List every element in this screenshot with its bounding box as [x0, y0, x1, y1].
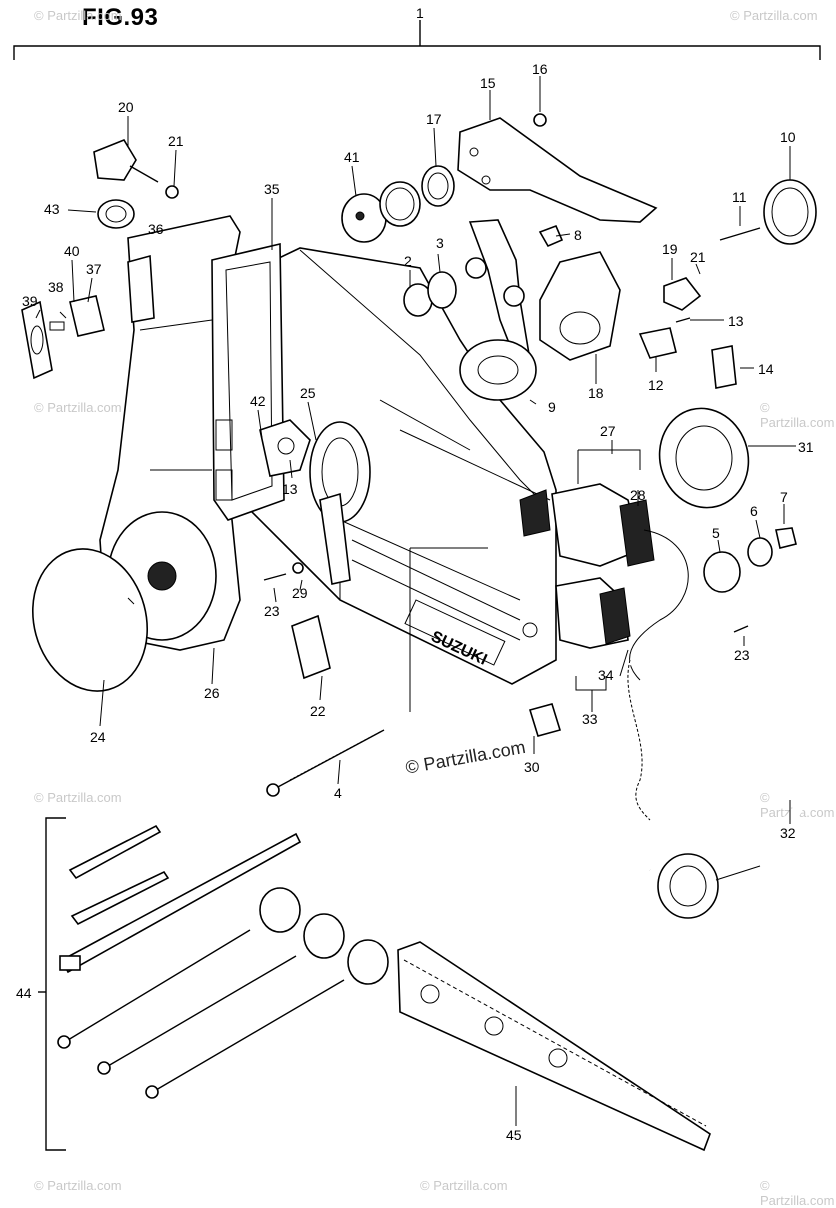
leader-lines — [35, 76, 796, 1126]
watermark: © Partzilla.com — [34, 1178, 122, 1193]
nameplate — [397, 941, 711, 1152]
callout: 27 — [600, 423, 616, 439]
callout: 24 — [90, 729, 106, 745]
watermark: © Partzilla.com — [730, 8, 818, 23]
watermark: © Partzilla.com — [34, 8, 122, 23]
left-small-parts — [21, 139, 179, 380]
callout: 8 — [574, 227, 582, 243]
callout: 42 — [250, 393, 266, 409]
callout: 13 — [728, 313, 744, 329]
callout: 18 — [588, 385, 604, 401]
callout: 1 — [416, 5, 424, 21]
callout: 21 — [690, 249, 706, 265]
long-screw — [266, 729, 385, 797]
callout: 23 — [264, 603, 280, 619]
cable-ties — [59, 824, 302, 974]
assembly-bracket — [13, 20, 821, 60]
callout: 2 — [404, 253, 412, 269]
callout: 13 — [282, 481, 298, 497]
callout: 39 — [22, 293, 38, 309]
callout: 44 — [16, 985, 32, 1001]
callout: 31 — [798, 439, 814, 455]
callout: 30 — [524, 759, 540, 775]
callout: 40 — [64, 243, 80, 259]
callout: 14 — [758, 361, 774, 377]
kit-bracket-44 — [38, 817, 66, 1151]
watermark: © Partzilla.com — [34, 400, 122, 415]
callout: 29 — [292, 585, 308, 601]
clip — [528, 703, 562, 737]
nut-washer-bushing — [703, 527, 797, 593]
callout: 23 — [734, 647, 750, 663]
callout: 21 — [168, 133, 184, 149]
callout: 25 — [300, 385, 316, 401]
callout: 6 — [750, 503, 758, 519]
plate — [291, 492, 351, 680]
callout: 20 — [118, 99, 134, 115]
small-screws — [263, 317, 749, 633]
callout: 9 — [548, 399, 556, 415]
callout: 4 — [334, 785, 342, 801]
kit-spacers — [259, 887, 389, 985]
callout: 43 — [44, 201, 60, 217]
right-side-parts — [638, 179, 817, 509]
callout: 41 — [344, 149, 360, 165]
callout: 45 — [506, 1127, 522, 1143]
callout: 22 — [310, 703, 326, 719]
watermark: © Partzilla.com — [34, 790, 122, 805]
bushings-and-washers — [341, 113, 564, 317]
callout: 35 — [264, 181, 280, 197]
throttle-cam-and-brackets — [457, 117, 658, 401]
callout: 33 — [582, 711, 598, 727]
callout: 10 — [780, 129, 796, 145]
callout: 5 — [712, 525, 720, 541]
callout-numbers: 1 2 3 4 5 6 7 8 9 10 11 12 13 13 14 15 1… — [16, 5, 814, 1143]
callout: 32 — [780, 825, 796, 841]
callout: 17 — [426, 111, 442, 127]
kit-bolts — [57, 929, 345, 1099]
neutral-throttle-lever — [259, 419, 371, 523]
figure-title: FIG.93 — [82, 4, 159, 31]
callout: 16 — [532, 61, 548, 77]
callout: 34 — [598, 667, 614, 683]
callout: 28 — [630, 487, 646, 503]
callout: 38 — [48, 279, 64, 295]
watermark: © Partzilla.com — [760, 400, 835, 430]
callout: 11 — [732, 189, 747, 205]
callout: 12 — [648, 377, 664, 393]
callout: 26 — [204, 685, 220, 701]
watermark: © Partzilla.com — [420, 1178, 508, 1193]
handle-cover — [31, 548, 149, 692]
wiring-harness — [627, 655, 807, 919]
callout: 7 — [780, 489, 788, 505]
callout: 36 — [148, 221, 164, 237]
callout: 15 — [480, 75, 496, 91]
callout: 37 — [86, 261, 102, 277]
callout: 3 — [436, 235, 444, 251]
switch-assembly — [551, 483, 689, 681]
callout: 19 — [662, 241, 678, 257]
